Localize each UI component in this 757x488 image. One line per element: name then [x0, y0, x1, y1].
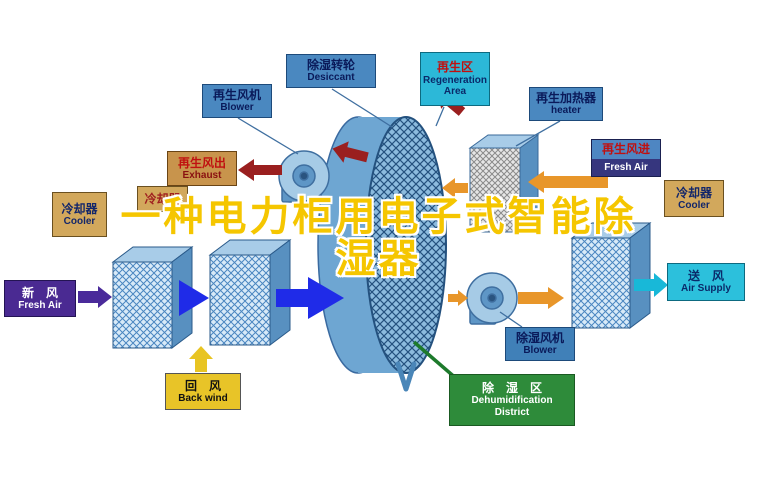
- callout-lines: [237, 88, 561, 328]
- label-dehum-blower: 除湿风机 Blower: [505, 327, 575, 361]
- label-exhaust-zh: 再生风出: [177, 155, 226, 170]
- arrow-process-blue-2: [276, 277, 344, 319]
- label-air-supply-zh: 送 风: [687, 269, 724, 284]
- unit-box-supply: [570, 222, 652, 329]
- arrow-fan2-to-supply-orange: [518, 287, 564, 309]
- label-back-wind-en: Back wind: [178, 392, 228, 404]
- label-exhaust: 再生风出 Exhaust: [167, 151, 237, 186]
- dehum-blower-fan: [466, 272, 518, 325]
- regen-blower-fan: [278, 150, 330, 203]
- label-air-supply: 送 风 Air Supply: [667, 263, 745, 301]
- dehum-district-line: [412, 340, 460, 382]
- wheel-tag-ribbon: [395, 361, 417, 392]
- label-cooler-left: 冷却器 Cooler: [52, 192, 107, 237]
- arrow-exhaust-dark-red: [238, 159, 282, 181]
- label-regen-air-in-en: Fresh Air: [592, 159, 660, 176]
- label-regen-air-in-zh: 再生风进: [592, 140, 660, 159]
- label-dehum-district: 除 湿 区 Dehumidification District: [449, 374, 575, 426]
- label-cooler-mid: 冷却器: [137, 186, 188, 212]
- arrow-wheel-to-fan2-orange: [448, 290, 468, 306]
- label-cooler-right-zh: 冷却器: [675, 185, 712, 200]
- label-cooler-left-en: Cooler: [63, 215, 96, 227]
- label-desiccant-en: Desiccant: [307, 72, 355, 84]
- label-cooler-left-zh: 冷却器: [61, 201, 98, 216]
- label-regen-heater: 再生加热器 heater: [529, 87, 603, 121]
- label-regen-air-in: 再生风进 Fresh Air: [591, 139, 661, 177]
- patent-title-line1: 一种电力柜用电子式智能除: [120, 195, 637, 239]
- label-regen-heater-en: heater: [550, 105, 581, 117]
- patent-title-line2: 湿器: [335, 237, 422, 281]
- arrow-heater-to-wheel-orange: [442, 178, 468, 198]
- label-fresh-air-inlet: 新 风 Fresh Air: [4, 280, 76, 317]
- label-dehum-blower-en: Blower: [523, 345, 557, 357]
- label-back-wind: 回 风 Back wind: [165, 373, 241, 410]
- arrow-wheel-to-fan-dark-red: [332, 141, 369, 163]
- label-dehum-district-en2: District: [494, 406, 530, 418]
- patent-title: 一种电力柜用电子式智能除 湿器: [0, 196, 757, 280]
- label-cooler-right: 冷却器 Cooler: [664, 180, 724, 217]
- label-dehum-district-zh: 除 湿 区: [481, 380, 542, 395]
- label-desiccant-zh: 除湿转轮: [306, 58, 355, 73]
- label-desiccant: 除湿转轮 Desiccant: [286, 54, 376, 88]
- unit-box-heater: [468, 134, 540, 233]
- label-cooler-right-en: Cooler: [678, 199, 710, 211]
- unit-box-fresh-air: [111, 246, 194, 349]
- label-fresh-air-en: Fresh Air: [18, 299, 62, 311]
- label-regen-blower-en: Blower: [220, 102, 254, 114]
- label-air-supply-en: Air Supply: [680, 283, 731, 295]
- label-regen-area-zh: 再生区: [436, 60, 473, 75]
- label-exhaust-en: Exhaust: [182, 169, 222, 181]
- arrow-process-blue-1: [179, 280, 209, 316]
- label-fresh-air-zh: 新 风: [21, 285, 58, 300]
- label-dehum-blower-zh: 除湿风机: [515, 331, 564, 346]
- label-regen-area-en: Regeneration Area: [423, 74, 487, 97]
- label-back-wind-zh: 回 风: [184, 378, 221, 393]
- label-regen-area: 再生区 Regeneration Area: [420, 52, 490, 106]
- label-dehum-district-en1: Dehumidification: [471, 395, 553, 407]
- arrow-back-wind-yellow: [189, 346, 213, 372]
- desiccant-wheel: [317, 116, 447, 392]
- arrow-fresh-air-purple: [78, 286, 112, 308]
- label-regen-blower: 再生风机 Blower: [202, 84, 272, 118]
- arrow-to-heater-orange: [528, 171, 608, 193]
- label-regen-blower-zh: 再生风机: [212, 88, 261, 103]
- label-regen-heater-zh: 再生加热器: [535, 91, 596, 106]
- label-cooler-mid-zh: 冷却器: [144, 191, 181, 206]
- arrow-air-supply-cyan: [634, 273, 668, 297]
